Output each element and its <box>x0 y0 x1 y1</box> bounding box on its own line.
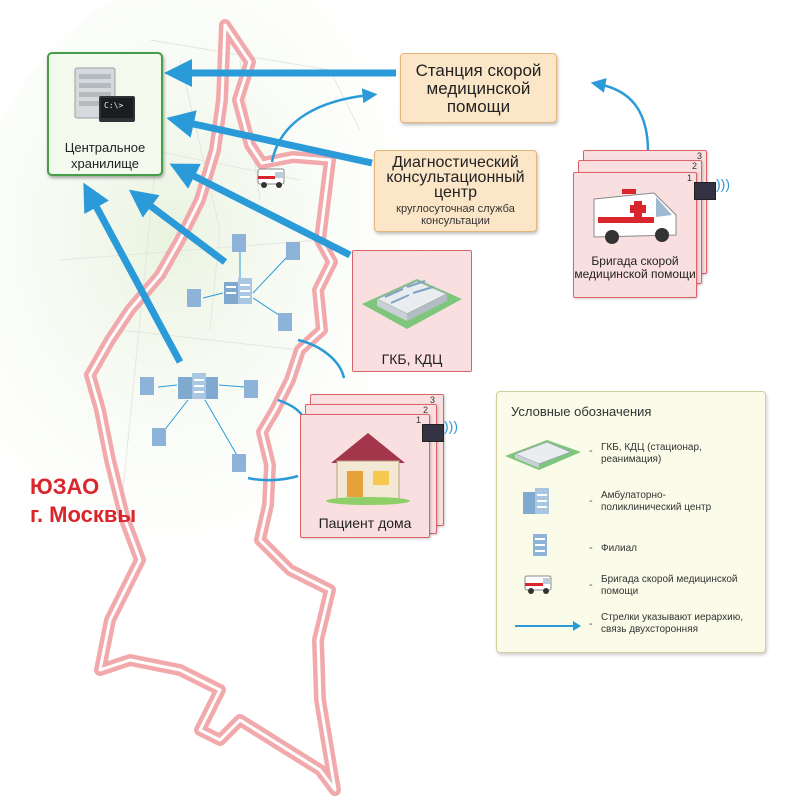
server-icon <box>74 67 135 122</box>
polyclinic-icon <box>523 488 549 514</box>
branch-icons <box>140 234 300 472</box>
arrow-brigade-to-station <box>590 78 650 153</box>
arrow-ambulance-to-station <box>270 88 378 163</box>
polyclinic-icon <box>224 278 252 304</box>
branch-icon <box>152 428 166 446</box>
district-line-1: ЮЗАО <box>30 474 100 499</box>
branch-icon <box>140 377 154 395</box>
district-label: ЮЗАО г. Москвы <box>30 473 136 529</box>
ambulance-station-node: Станция скорой медицинской помощи <box>400 53 557 123</box>
network-links <box>157 252 288 458</box>
legend-polyclinic-text: Амбулаторно-поликлинический центр <box>601 490 712 513</box>
card-number: 2 <box>691 161 697 171</box>
arrow-branch-to-patient <box>247 474 299 482</box>
branch-icon <box>286 242 300 260</box>
legend-ambulance-text: Бригада скорой медицинской помощи <box>601 574 738 597</box>
ambulance-icon <box>257 168 285 188</box>
wireless-icon: ))) <box>716 176 730 192</box>
district-border-inner <box>88 23 337 792</box>
house-icon <box>326 433 410 505</box>
legend-item: - Стрелки указывают иерархию, связь двух… <box>497 612 765 642</box>
hospital-icon <box>362 279 462 329</box>
wireless-icon: ))) <box>444 418 458 434</box>
card-number: 2 <box>422 405 428 415</box>
branch-icon <box>232 234 246 252</box>
central-storage-label: Центральное хранилище <box>64 140 146 171</box>
brigade-label: Бригада скорой медицинской помощи <box>574 254 696 281</box>
polyclinic-icon <box>178 373 218 399</box>
brigade-node: 1 Бригада скорой медицинской помощи <box>573 172 697 298</box>
diagnostic-center-subtitle: круглосуточная служба консультации <box>396 203 515 227</box>
legend: Условные обозначения - ГКБ, КДЦ (стацион… <box>496 391 766 653</box>
laptop-icon <box>694 182 716 200</box>
arrow-dkc-to-storage <box>166 110 373 167</box>
legend-item: - Бригада скорой медицинской помощи <box>497 570 765 600</box>
arrow-icon <box>515 621 581 631</box>
branch-icon <box>278 313 292 331</box>
legend-title: Условные обозначения <box>511 404 652 419</box>
branch-icon <box>533 534 547 556</box>
ambulance-icon <box>593 189 677 244</box>
legend-item: - Филиал <box>497 532 765 562</box>
patient-label: Пациент дома <box>318 515 412 531</box>
laptop-icon <box>422 424 444 442</box>
hospital-label: ГКБ, КДЦ <box>381 351 443 367</box>
hierarchy-arrows <box>83 59 396 364</box>
arrow-hospital-to-patient <box>297 338 346 379</box>
card-number: 3 <box>429 395 435 405</box>
diagnostic-center-title: Диагностический консультационный центр <box>386 154 525 201</box>
diagnostic-center-node: Диагностический консультационный центр к… <box>374 150 537 232</box>
branch-icon <box>232 454 246 472</box>
link-arrows <box>247 78 650 482</box>
legend-hospital-text: ГКБ, КДЦ (стационар, реанимация) <box>601 442 702 465</box>
card-number: 3 <box>696 151 702 161</box>
legend-item: - Амбулаторно-поликлинический центр <box>497 486 765 520</box>
patient-node: 1 Пациент дома <box>300 414 430 538</box>
arrow-clinic-south-to-storage <box>83 182 184 364</box>
arrow-clinic-north-to-storage <box>128 189 228 265</box>
terminal-prompt: C:\> <box>104 101 124 110</box>
arrow-hospital-to-storage <box>169 163 352 259</box>
hospital-node: ГКБ, КДЦ <box>352 250 472 372</box>
ambulance-station-title: Станция скорой медицинской помощи <box>415 61 542 116</box>
central-storage-node: C:\> Центральное хранилище <box>47 52 163 176</box>
legend-branch-text: Филиал <box>601 543 638 554</box>
card-number: 1 <box>686 173 692 183</box>
branch-icon <box>187 289 201 307</box>
hospital-icon <box>505 440 581 470</box>
card-number: 1 <box>415 415 421 425</box>
legend-item: - ГКБ, КДЦ (стационар, реанимация) <box>497 432 765 472</box>
legend-arrow-text: Стрелки указывают иерархию, связь двухст… <box>601 612 743 635</box>
district-line-2: г. Москвы <box>30 502 137 527</box>
branch-icon <box>244 380 258 398</box>
ambulance-icon <box>524 575 552 594</box>
